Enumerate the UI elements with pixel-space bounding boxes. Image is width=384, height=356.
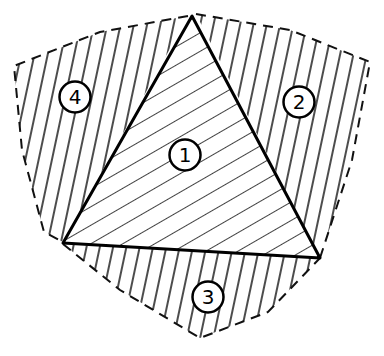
triangle-hatch [63, 16, 320, 258]
callout-number: 4 [69, 87, 82, 107]
dashed-boundary [14, 14, 370, 338]
callout-circle: 4 [58, 80, 92, 114]
callout-circle: 1 [168, 138, 202, 172]
callout-number: 2 [293, 92, 306, 112]
callout-circle: 3 [191, 280, 225, 314]
callout-number: 1 [179, 145, 192, 165]
callout-number: 3 [202, 287, 215, 307]
triangle-outline [63, 16, 320, 258]
region-hatch [63, 244, 320, 338]
callout-circle: 2 [282, 85, 316, 119]
